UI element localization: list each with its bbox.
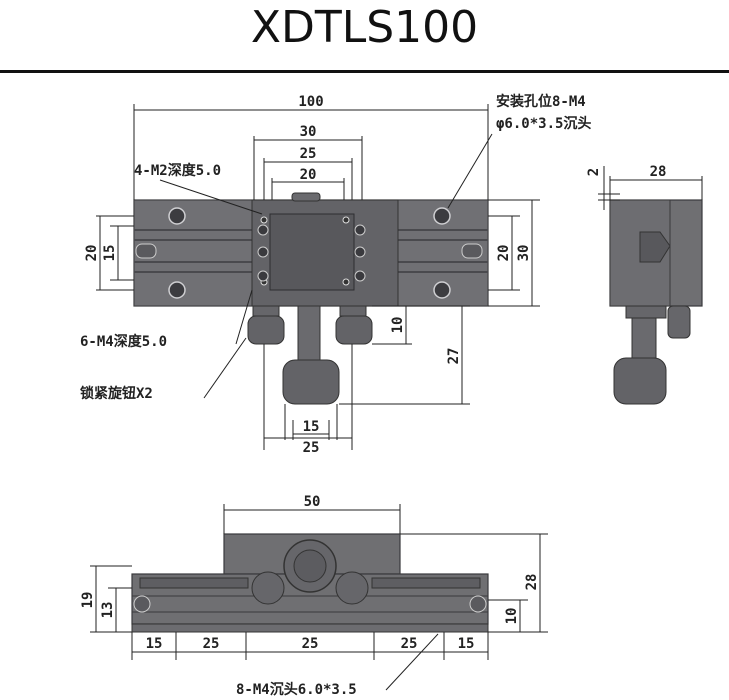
side-view: 28 2 bbox=[586, 164, 703, 405]
dim-27: 27 bbox=[446, 348, 462, 365]
dim-30-right: 30 bbox=[516, 245, 532, 262]
note-m4-depth: 6-M4深度5.0 bbox=[80, 333, 167, 350]
dim-13: 13 bbox=[100, 602, 116, 619]
center-recess bbox=[269, 213, 355, 291]
mount-hole bbox=[433, 207, 451, 225]
drawing-title: XDTLS100 bbox=[250, 2, 479, 53]
note-lock-knob: 锁紧旋钮X2 bbox=[80, 385, 153, 402]
mount-hole bbox=[433, 281, 451, 299]
dim-28-front: 28 bbox=[524, 574, 540, 591]
lock-knob-right bbox=[335, 315, 373, 345]
adjust-knob bbox=[282, 359, 340, 405]
mount-hole bbox=[168, 207, 186, 225]
dim-seg-4: 25 bbox=[401, 636, 418, 652]
dim-20-top: 20 bbox=[300, 167, 317, 183]
dim-seg-3: 25 bbox=[302, 636, 319, 652]
dim-20-right: 20 bbox=[496, 245, 512, 262]
dim-30: 30 bbox=[300, 124, 317, 140]
dim-seg-1: 15 bbox=[146, 636, 163, 652]
title-underline bbox=[0, 70, 729, 73]
front-view: 50 19 13 28 10 15 25 25 25 15 8-M4沉头6.0*… bbox=[80, 494, 548, 698]
dim-100: 100 bbox=[298, 94, 323, 110]
dim-10-front: 10 bbox=[504, 608, 520, 625]
lock-knob-left bbox=[247, 315, 285, 345]
dim-15-bottom: 15 bbox=[303, 419, 320, 435]
note-mount-hole-2: φ6.0*3.5沉头 bbox=[496, 115, 591, 132]
side-knob bbox=[613, 357, 667, 405]
mount-hole bbox=[168, 281, 186, 299]
note-counterbore: 8-M4沉头6.0*3.5 bbox=[236, 681, 357, 698]
dim-20-left: 20 bbox=[84, 245, 100, 262]
dim-28-side: 28 bbox=[650, 164, 667, 180]
dim-50: 50 bbox=[304, 494, 321, 510]
top-view: 100 30 25 20 20 15 20 30 bbox=[80, 93, 591, 456]
note-mount-hole-1: 安装孔位8-M4 bbox=[496, 93, 586, 110]
dim-15-left: 15 bbox=[102, 245, 118, 262]
dim-25-bottom: 25 bbox=[303, 440, 320, 456]
dim-seg-2: 25 bbox=[203, 636, 220, 652]
dim-25: 25 bbox=[300, 146, 317, 162]
dim-10-knob: 10 bbox=[390, 317, 406, 334]
dim-19: 19 bbox=[80, 592, 96, 609]
dim-2-side: 2 bbox=[586, 168, 602, 176]
note-m2-depth: 4-M2深度5.0 bbox=[134, 162, 221, 179]
dim-seg-5: 15 bbox=[458, 636, 475, 652]
